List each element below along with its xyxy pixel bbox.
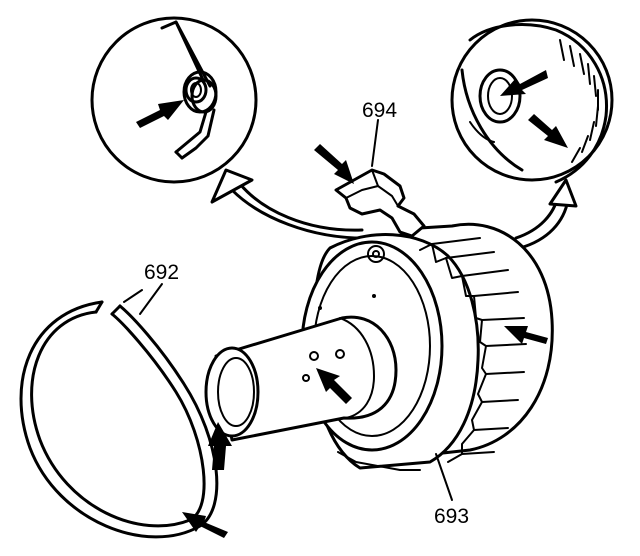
pawl <box>314 144 426 238</box>
arrow-icon <box>500 70 548 96</box>
gear-detail-inset <box>450 18 614 184</box>
snap-ring <box>19 289 219 539</box>
callout-693: 693 <box>434 505 470 528</box>
spring-detail-inset <box>90 16 258 184</box>
arrow-icon <box>504 326 548 344</box>
leader-line-694 <box>371 119 379 167</box>
carrier-assembly <box>204 222 554 471</box>
arrow-icon <box>528 114 568 148</box>
curved-arrow-to-spring-inset <box>210 168 374 240</box>
arrow-icon <box>182 512 228 538</box>
leader-line-693 <box>435 453 453 501</box>
arrow-icon <box>136 100 184 128</box>
callout-694: 694 <box>362 99 398 122</box>
arrow-icon <box>314 144 354 184</box>
arrow-icon <box>316 368 352 404</box>
arrow-icon <box>208 422 232 470</box>
leader-line-692 <box>139 283 163 315</box>
curved-arrow-to-gear-inset <box>514 178 578 250</box>
callout-692: 692 <box>144 261 180 284</box>
